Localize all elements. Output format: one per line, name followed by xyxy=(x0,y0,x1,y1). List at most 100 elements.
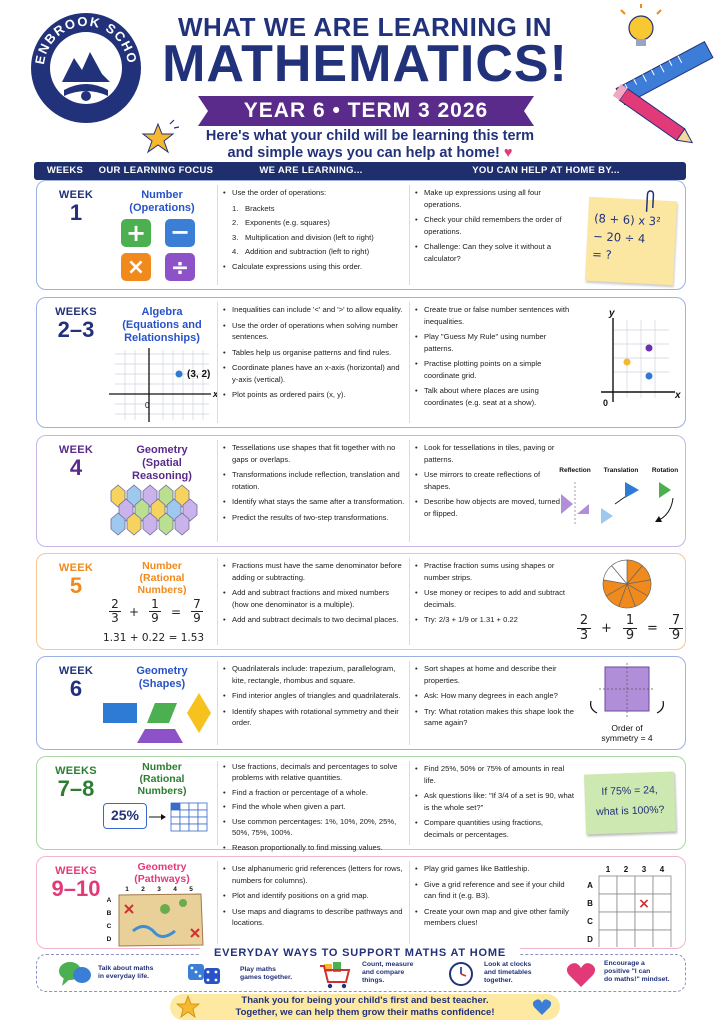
svg-text:5: 5 xyxy=(189,886,193,893)
svg-text:Translation: Translation xyxy=(604,467,639,474)
learning-focus: Geometry (Pathways) xyxy=(134,861,190,885)
column-header-bar: WEEKS OUR LEARNING FOCUS WE ARE LEARNING… xyxy=(34,162,686,180)
learning-list: Tessellations use shapes that fit togeth… xyxy=(223,442,405,527)
week-label: WEEK 5 xyxy=(58,562,94,598)
battleship-grid: 1 2 3 4 A B C D × xyxy=(587,865,672,947)
svg-text:2: 2 xyxy=(141,886,145,893)
learning-focus: Geometry (Shapes) xyxy=(136,665,188,690)
learning-list: Use the order of operations: 1.Brackets … xyxy=(223,187,405,276)
term-ribbon xyxy=(198,96,534,126)
heart-icon xyxy=(566,963,596,987)
rotational-symmetry-square xyxy=(590,663,664,717)
svg-text:x: x xyxy=(674,390,681,401)
star-icon xyxy=(141,119,180,154)
heart-icon: ♥ xyxy=(503,145,513,161)
learning-list: Quadrilaterals include: trapezium, paral… xyxy=(223,663,405,733)
svg-text:D: D xyxy=(587,935,593,944)
school-logo: GLENBROOK SCHOOL xyxy=(30,12,141,123)
svg-text:+: + xyxy=(126,219,146,247)
row-week-6: WEEK 6 Geometry (Shapes) Quadrilaterals … xyxy=(36,656,686,750)
learning-list: Inequalities can include '<' and '>' to … xyxy=(223,304,405,405)
speech-bubbles-icon xyxy=(59,962,91,986)
page-header: GLENBROOK SCHOOL WHAT WE ARE LEARNING IN… xyxy=(0,0,723,162)
clock-icon xyxy=(449,962,473,986)
sticky-note-expression: (8 + 6) x 3² − 20 ÷ 4 = ? xyxy=(584,190,678,286)
week-label: WEEKS 9–10 xyxy=(51,865,101,901)
week-label: WEEK 6 xyxy=(58,665,94,701)
svg-text:0: 0 xyxy=(603,398,608,408)
row-weeks-2-3: WEEKS 2–3 Algebra (Equations and Relatio… xyxy=(36,297,686,428)
svg-text:y: y xyxy=(608,308,615,319)
column-header-learning: WE ARE LEARNING... xyxy=(259,165,363,176)
pie-slice xyxy=(611,559,628,585)
svg-text:A: A xyxy=(107,897,112,904)
hexagon-tessellation xyxy=(110,484,198,536)
svg-text:B: B xyxy=(107,910,112,917)
learning-focus: Number (Rational Numbers) xyxy=(137,761,187,797)
sticky-note-question: If 75% = 24, what is 100%? xyxy=(583,771,677,835)
learning-focus: Number (Operations) xyxy=(129,189,195,214)
learning-list: Use fractions, decimals and percentages … xyxy=(223,762,405,858)
svg-text:C: C xyxy=(587,917,593,926)
treasure-map-grid: 1 2 3 4 5 A B C D xyxy=(107,886,204,947)
term-label: YEAR 6 • TERM 3 2026 xyxy=(243,99,489,122)
home-tips-list: Make up expressions using all four opera… xyxy=(415,187,575,268)
column-header-home: YOU CAN HELP AT HOME BY... xyxy=(472,165,620,176)
subtitle: Here's what your child will be learning … xyxy=(205,128,535,161)
decimal-sum: 1.31 + 0.22 = 1.53 xyxy=(103,632,205,644)
dice-icon xyxy=(188,964,220,984)
svg-text:2: 2 xyxy=(624,865,629,874)
svg-text:B: B xyxy=(587,899,593,908)
row-week-4: WEEK 4 Geometry (Spatial Reasoning) T xyxy=(36,435,686,547)
week-label: WEEK 1 xyxy=(58,189,94,225)
column-header-focus: OUR LEARNING FOCUS xyxy=(98,165,214,176)
lightbulb-ruler-pencil-icons xyxy=(612,4,714,144)
svg-text:3: 3 xyxy=(642,865,647,874)
svg-text:Reflection: Reflection xyxy=(559,467,590,474)
svg-text:C: C xyxy=(107,923,112,930)
thank-you-banner: Thank you for being your child's first a… xyxy=(170,994,560,1020)
learning-list: Use alphanumeric grid references (letter… xyxy=(223,863,405,933)
svg-text:1: 1 xyxy=(606,865,611,874)
svg-text:x: x xyxy=(212,389,217,399)
svg-text:0: 0 xyxy=(145,401,150,410)
shopping-cart-icon xyxy=(320,962,351,989)
row-weeks-7-8: WEEKS 7–8 Number (Rational Numbers) 25% … xyxy=(36,756,686,853)
svg-text:4: 4 xyxy=(660,865,665,874)
row-week-1: WEEK 1 Number (Operations) + − × ÷ Use t… xyxy=(36,180,686,290)
svg-text:(3, 2): (3, 2) xyxy=(187,369,210,380)
home-tips-list: Sort shapes at home and describe their p… xyxy=(415,663,575,733)
learning-focus: Algebra (Equations and Relationships) xyxy=(122,306,202,344)
fraction-pie-chart xyxy=(602,559,652,609)
symmetry-caption: Order of symmetry = 4 xyxy=(601,723,653,743)
column-header-weeks: WEEKS xyxy=(46,165,84,176)
home-tips-list: Find 25%, 50% or 75% of amounts in real … xyxy=(415,763,575,844)
svg-text:×: × xyxy=(638,896,650,912)
home-tips-list: Look for tessellations in tiles, paving … xyxy=(415,442,565,523)
paperclip-icon xyxy=(645,190,655,212)
smiling-star-icon xyxy=(176,995,200,1018)
home-tips-list: Create true or false number sentences wi… xyxy=(415,304,575,412)
svg-text:3: 3 xyxy=(157,886,161,893)
learning-focus: Geometry (Spatial Reasoning) xyxy=(132,444,192,482)
home-tips-list: Practise fraction sums using shapes or n… xyxy=(415,560,575,630)
support-tips-title: EVERYDAY WAYS TO SUPPORT MATHS AT HOME xyxy=(200,947,520,959)
operation-symbols-icons: + − × ÷ xyxy=(121,219,195,281)
learning-focus: Number (Rational Numbers) xyxy=(137,560,187,596)
percent-grid-diagram xyxy=(149,802,208,832)
svg-text:4: 4 xyxy=(173,886,177,893)
plotted-points-grid: y 0 x xyxy=(601,308,681,408)
week-label: WEEK 4 xyxy=(58,444,94,480)
percent-badge: 25% xyxy=(103,803,147,829)
week-label: WEEKS 2–3 xyxy=(55,306,97,342)
week-label: WEEKS 7–8 xyxy=(55,765,97,801)
svg-text:×: × xyxy=(127,255,145,280)
title-line1: WHAT WE ARE LEARNING IN xyxy=(177,12,553,42)
